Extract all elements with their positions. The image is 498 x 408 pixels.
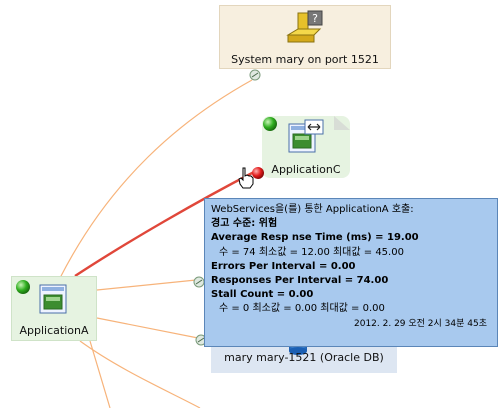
application-icon (16, 280, 67, 314)
tooltip-errors: Errors Per Interval = 0.00 (211, 260, 356, 272)
node-application-c[interactable]: ApplicationC (262, 116, 350, 178)
hand-cursor-icon (238, 167, 254, 189)
edge-a-to-node-right-1[interactable] (96, 279, 197, 291)
tooltip-responses: Responses Per Interval = 74.00 (211, 275, 389, 287)
edge-a-to-system[interactable] (59, 79, 253, 279)
tooltip-avg-response-stats: 수 = 74 최소값 = 12.00 최대값 = 45.00 (219, 246, 404, 258)
webservice-badge-icon (304, 119, 324, 135)
node-label: ApplicationC (271, 163, 341, 176)
alert-status-indicator[interactable] (246, 164, 270, 194)
node-mary-db[interactable]: mary mary-1521 (Oracle DB) (211, 339, 397, 373)
tooltip-timestamp: 2012. 2. 29 오전 2시 34분 45초 (354, 318, 487, 329)
edge-connector-icon[interactable] (193, 276, 205, 288)
svg-text:?: ? (312, 12, 318, 25)
edge-a-offscreen[interactable] (89, 340, 111, 408)
unknown-system-icon: ? (286, 10, 323, 43)
tooltip-stall-stats: 수 = 0 최소값 = 0.00 최대값 = 0.00 (219, 303, 385, 315)
node-system-mary[interactable]: ? System mary on port 1521 (219, 5, 391, 69)
tooltip-alert-level: 경고 수준: 위험 (211, 218, 278, 230)
node-label: System mary on port 1521 (231, 53, 379, 66)
application-icon (263, 116, 350, 153)
edge-tooltip: WebServices을(를) 통한 ApplicationA 호출: 경고 수… (204, 198, 498, 347)
node-application-a[interactable]: ApplicationA (11, 276, 97, 341)
edge-a-to-appc[interactable] (74, 170, 255, 278)
edge-a-to-node-right-2[interactable] (96, 317, 199, 339)
node-label: mary mary-1521 (Oracle DB) (224, 351, 384, 364)
tooltip-stall-count: Stall Count = 0.00 (211, 289, 314, 301)
node-label: ApplicationA (19, 324, 89, 337)
edge-a-to-node-bottom[interactable] (79, 340, 201, 408)
edge-connector-icon[interactable] (249, 69, 261, 81)
tooltip-title: WebServices을(를) 통한 ApplicationA 호출: (211, 204, 414, 215)
tooltip-avg-response: Average Resp nse Time (ms) = 19.00 (211, 232, 419, 244)
